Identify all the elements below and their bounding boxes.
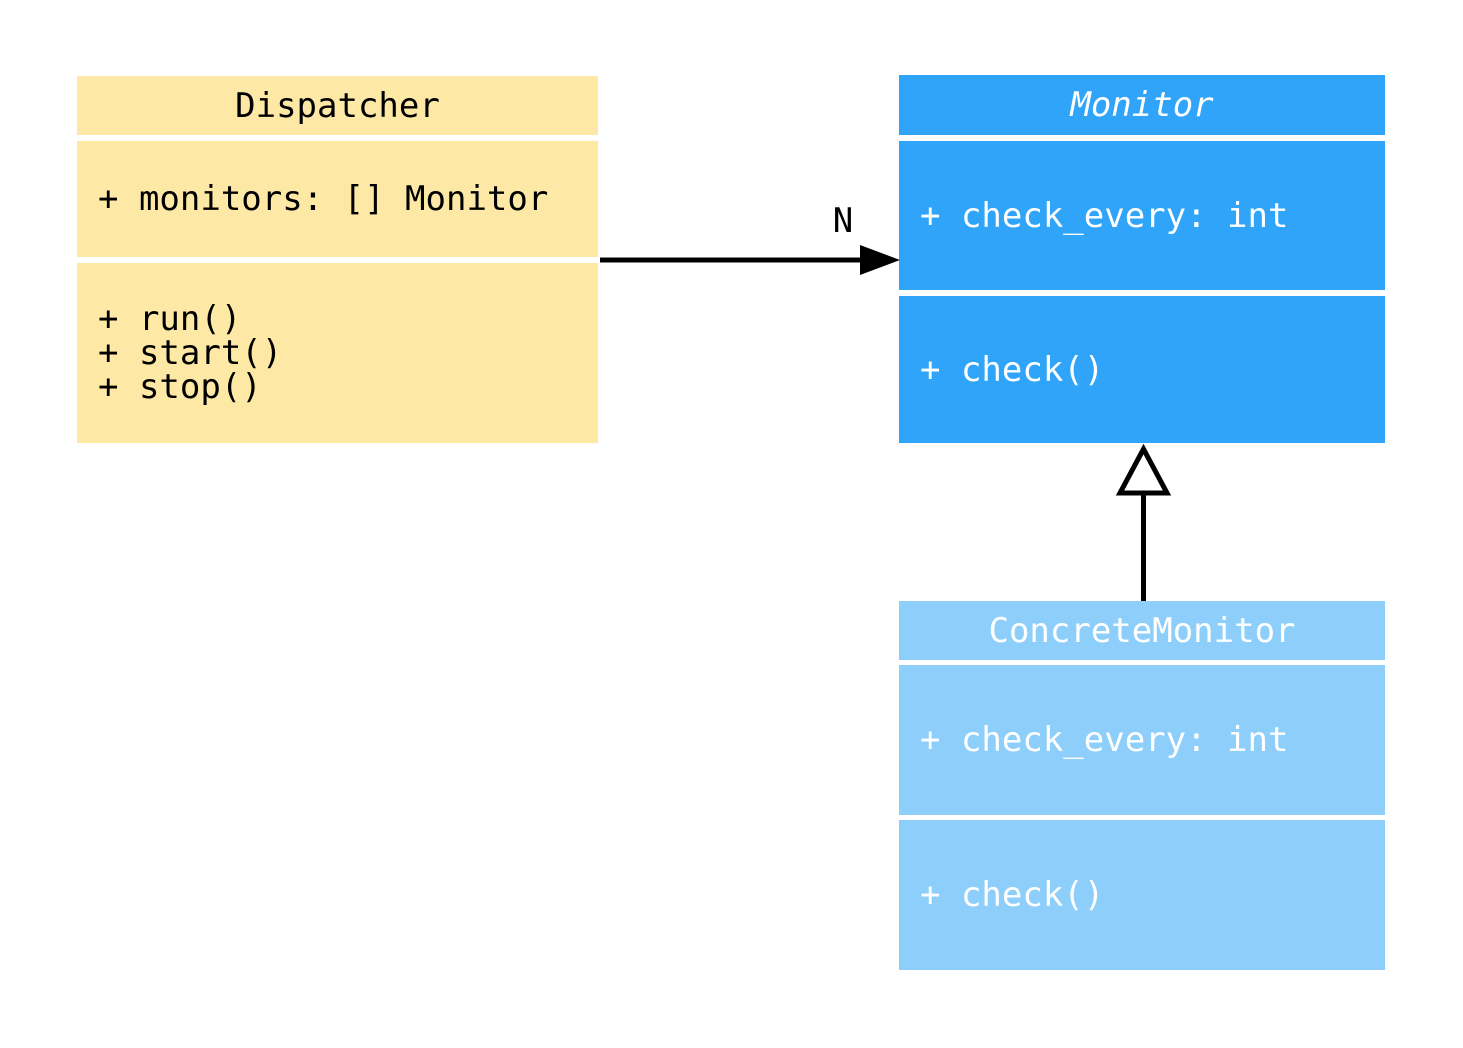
association-multiplicity-label: N: [832, 201, 854, 241]
association-arrow-dispatcher-to-monitor: [600, 245, 900, 275]
attribute-line: + check_every: int: [920, 720, 1289, 760]
method-line: + start(): [98, 333, 283, 373]
method-line: + run(): [98, 299, 242, 339]
class-title-dispatcher: Dispatcher: [77, 76, 598, 135]
class-methods-monitor: + check(): [899, 296, 1385, 443]
class-attributes-dispatcher: + monitors: [] Monitor: [77, 141, 598, 257]
attribute-line: + check_every: int: [920, 195, 1289, 236]
method-line: + check(): [920, 349, 1105, 390]
class-title-monitor: Monitor: [899, 75, 1385, 135]
class-attributes-monitor: + check_every: int: [899, 141, 1385, 290]
class-node-monitor: Monitor + check_every: int + check(): [899, 75, 1385, 443]
attribute-line: + monitors: [] Monitor: [98, 179, 549, 219]
class-node-dispatcher: Dispatcher + monitors: [] Monitor + run(…: [77, 76, 598, 443]
class-attributes-concrete-monitor: + check_every: int: [899, 665, 1385, 815]
method-line: + check(): [920, 875, 1105, 915]
association-arrowhead-icon: [860, 245, 900, 275]
class-node-concrete-monitor: ConcreteMonitor + check_every: int + che…: [899, 601, 1385, 970]
class-title-concrete-monitor: ConcreteMonitor: [899, 601, 1385, 660]
class-methods-dispatcher: + run() + start() + stop(): [77, 263, 598, 443]
class-methods-concrete-monitor: + check(): [899, 820, 1385, 970]
inheritance-triangle-icon: [1115, 444, 1172, 496]
inheritance-arrow-concrete-monitor-to-monitor: [1115, 444, 1172, 601]
method-line: + stop(): [98, 367, 262, 407]
